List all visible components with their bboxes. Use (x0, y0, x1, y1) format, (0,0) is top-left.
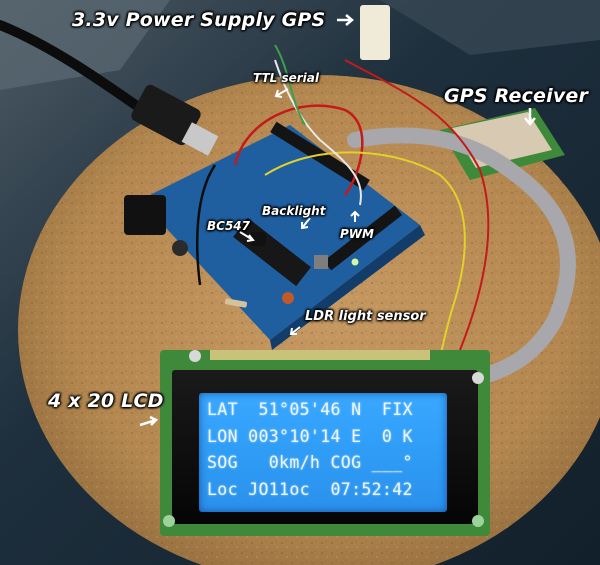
ldr-sensor (282, 292, 294, 304)
background-tile (380, 0, 600, 55)
wire-red (233, 104, 364, 196)
bc547-transistor (250, 232, 266, 246)
arrow-gps-receiver (524, 108, 536, 126)
usb-cable (0, 20, 155, 120)
wire-yellow (264, 151, 466, 381)
resistor (224, 298, 248, 308)
led (351, 258, 359, 266)
header-top (270, 121, 370, 191)
lcd-line-2: LON 003°10'14 E 0 K (207, 427, 413, 446)
wire-green (274, 44, 306, 126)
label-ldr: LDR light sensor (305, 309, 426, 324)
wire-black (195, 164, 217, 286)
wire-white (274, 59, 362, 206)
label-lcd-size: 4 x 20 LCD (48, 390, 164, 412)
lcd-line-4: Loc JO11oc 07:52:42 (207, 480, 413, 499)
header-right (323, 205, 403, 271)
arrow-power-supply (337, 14, 354, 26)
arrow-bc547 (239, 231, 255, 242)
lcd-mount-hole (189, 350, 201, 362)
background-tile (0, 0, 170, 90)
usb-connector (181, 122, 219, 156)
power-supply-connector (360, 5, 390, 60)
label-pwm: PWM (340, 227, 374, 241)
arrow-pwm (350, 210, 360, 222)
lcd-mount-hole (472, 515, 484, 527)
lcd-line-1: LAT 51°05'46 N FIX (207, 400, 413, 419)
arrow-ldr (289, 326, 301, 335)
label-ttl-serial: TTL serial (253, 71, 319, 85)
lcd-mount-hole (163, 515, 175, 527)
label-backlight: Backlight (262, 204, 326, 218)
arrow-ttl-serial (274, 88, 289, 98)
power-jack (124, 195, 166, 235)
label-bc547: BC547 (207, 219, 251, 233)
ribbon-cable (347, 127, 576, 388)
capacitor (172, 240, 188, 256)
usb-plug (131, 84, 201, 146)
label-gps-receiver: GPS Receiver (444, 85, 589, 107)
lcd-screen: LAT 51°05'46 N FIX LON 003°10'14 E 0 K S… (199, 393, 447, 512)
reset-button (314, 255, 328, 269)
arrow-lcd (139, 415, 159, 427)
lcd-mount-hole (472, 372, 484, 384)
arrow-backlight (301, 217, 311, 230)
arduino-board-shade (270, 225, 425, 350)
wire-red-gps (344, 59, 490, 351)
lcd-pin-header (210, 350, 430, 360)
label-power-supply: 3.3v Power Supply GPS (72, 9, 326, 31)
lcd-line-3: SOG 0km/h COG ___° (207, 453, 413, 472)
